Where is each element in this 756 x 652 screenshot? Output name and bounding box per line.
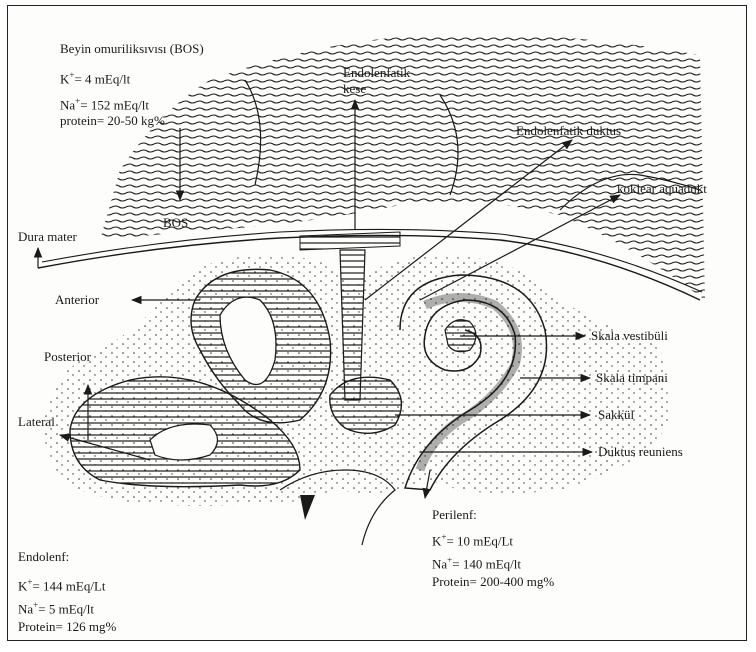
perilenf-na-value: = 140 mEq/lt (452, 556, 521, 571)
label-anterior: Anterior (55, 293, 99, 307)
label-posterior: Posterior (44, 350, 91, 364)
perilenf-k-value: = 10 mEq/Lt (446, 533, 513, 548)
label-skala-timpani: Skala timpani (596, 371, 668, 385)
label-duktus-reuniens: Duktus reuniens (598, 445, 683, 459)
label-bos: BOS (163, 216, 188, 230)
label-endolenfatik-duktus: Endolenfatik duktus (516, 124, 621, 138)
bos-k-ion: K (60, 71, 69, 86)
label-dura-mater: Dura mater (18, 230, 77, 244)
label-endolenf-na: Na+= 5 mEq/lt (18, 598, 94, 616)
perilenf-k-ion: K (432, 533, 441, 548)
label-sakkul: Sakkül (598, 408, 634, 422)
endolenf-k-ion: K (18, 578, 27, 593)
label-skala-vestibuli: Skala vestibüli (591, 329, 668, 343)
label-endolenf-title: Endolenf: (18, 550, 69, 564)
perilenf-na-ion: Na (432, 556, 447, 571)
endolenf-k-value: = 144 mEq/Lt (32, 578, 105, 593)
label-endolenf-k: K+= 144 mEq/Lt (18, 575, 106, 593)
label-bos-title: Beyin omuriliksıvısı (BOS) (60, 42, 204, 56)
label-bos-na: Na+= 152 mEq/lt (60, 94, 149, 112)
endolenf-na-value: = 5 mEq/lt (38, 601, 94, 616)
label-perilenf-k: K+= 10 mEq/Lt (432, 530, 513, 548)
label-perilenf-title: Perilenf: (432, 508, 477, 522)
bos-k-value: = 4 mEq/lt (74, 71, 130, 86)
label-bos-protein: protein= 20-50 kg% (60, 114, 165, 128)
bos-na-ion: Na (60, 97, 75, 112)
endolymphatic-duct (340, 250, 365, 400)
label-lateral: Lateral (18, 415, 55, 429)
label-endolenfatik-kese-2: kese (343, 82, 366, 96)
label-perilenf-na: Na+= 140 mEq/lt (432, 553, 521, 571)
label-bos-k: K+= 4 mEq/lt (60, 68, 130, 86)
label-endolenfatik-kese-1: Endolenfatik (343, 66, 410, 80)
label-endolenf-protein: Protein= 126 mg% (18, 620, 116, 634)
bos-na-value: = 152 mEq/lt (80, 97, 149, 112)
endolenf-na-ion: Na (18, 601, 33, 616)
label-perilenf-protein: Protein= 200-400 mg% (432, 575, 554, 589)
label-koklear-aquadukt: koklear aquadukt (617, 182, 707, 196)
